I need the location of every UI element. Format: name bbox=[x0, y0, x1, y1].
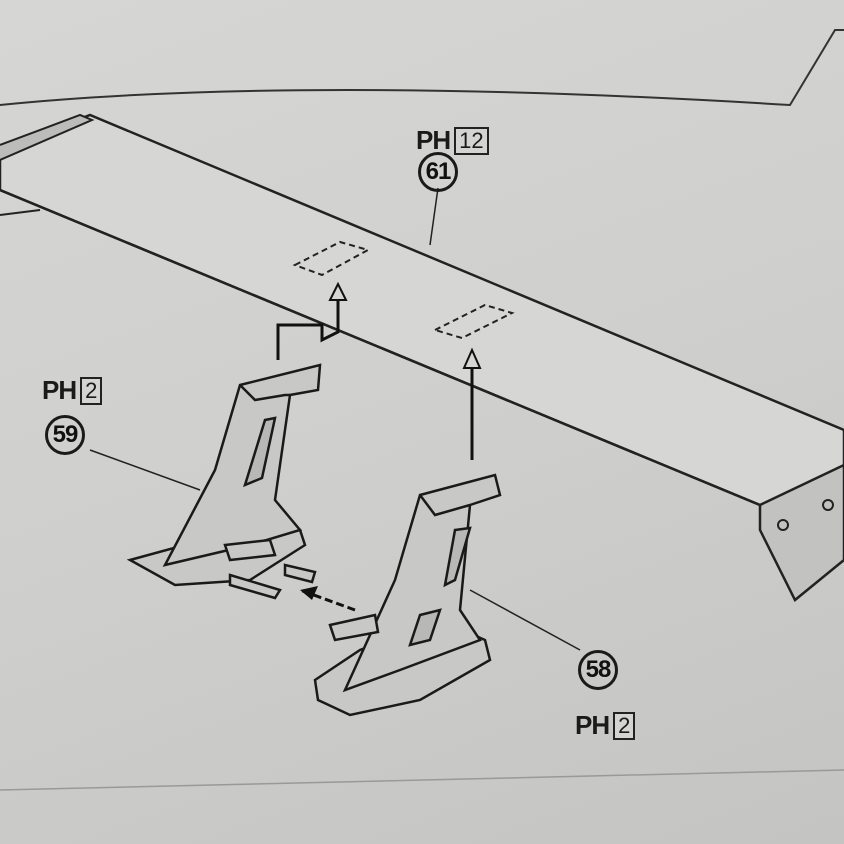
part-number-61: 61 bbox=[418, 152, 458, 192]
insert-arrow-59 bbox=[276, 300, 340, 360]
part-number-58: 58 bbox=[578, 650, 618, 690]
paint-code: PH bbox=[416, 125, 451, 155]
wing-part-61 bbox=[0, 113, 844, 602]
paint-number: 12 bbox=[454, 126, 489, 155]
mount-position-58 bbox=[432, 303, 515, 340]
paint-code: PH bbox=[575, 710, 610, 740]
paint-number: 2 bbox=[613, 711, 636, 740]
paint-callout-58: PH 2 bbox=[575, 710, 636, 741]
paint-number: 2 bbox=[80, 376, 103, 405]
page-bottom-edge bbox=[0, 769, 844, 791]
part-number-59: 59 bbox=[45, 415, 85, 455]
page-outline bbox=[0, 29, 844, 107]
stay-part-58 bbox=[313, 473, 502, 717]
paint-callout-59: PH 2 bbox=[42, 375, 103, 406]
mount-position-59 bbox=[292, 240, 371, 277]
paint-code: PH bbox=[42, 375, 77, 405]
paint-callout-61: PH 12 bbox=[416, 125, 489, 156]
stay-part-59 bbox=[126, 363, 322, 600]
